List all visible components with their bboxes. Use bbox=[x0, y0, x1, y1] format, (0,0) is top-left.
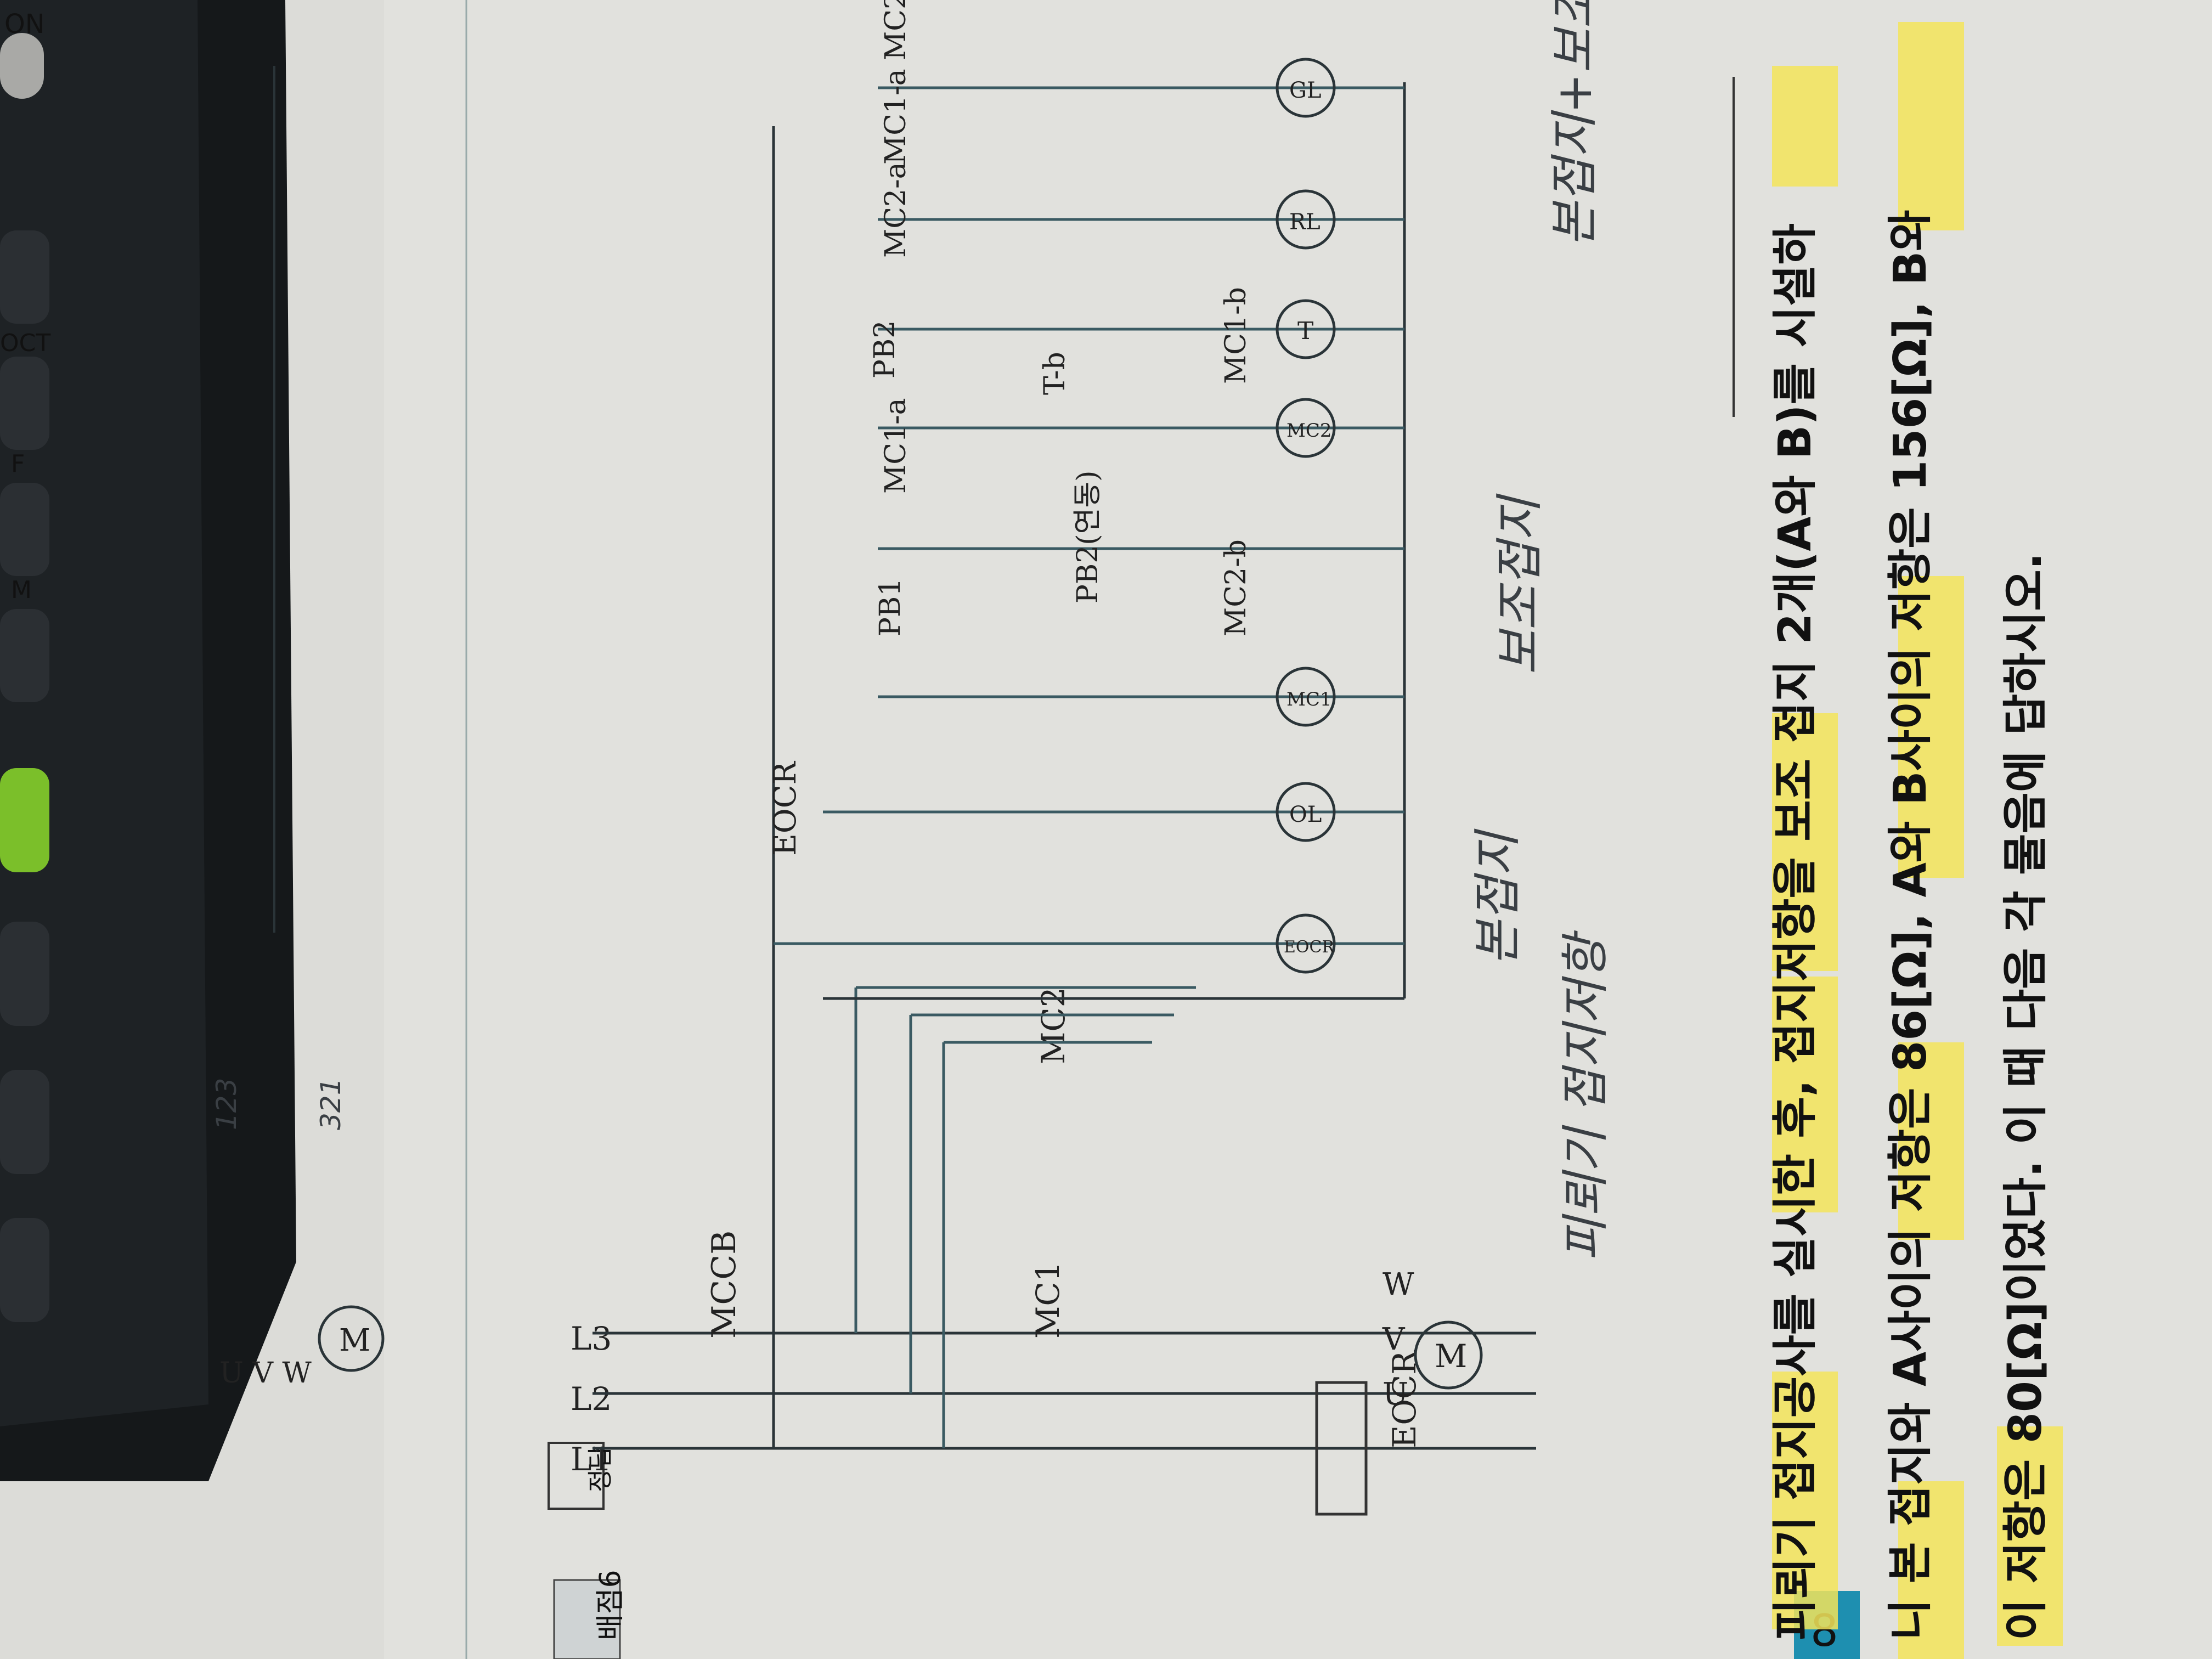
oct-label: OCT bbox=[0, 329, 50, 357]
svg-text:MC1: MC1 bbox=[1286, 689, 1331, 710]
control-circuit: EOCR PB1 MC1-a PB2 MC2-a MC1-a MC2-a PB2… bbox=[768, 0, 1406, 1448]
mccb-label: MCCB bbox=[705, 1231, 743, 1339]
on-key[interactable] bbox=[0, 33, 44, 99]
svg-text:PB2: PB2 bbox=[868, 320, 901, 379]
svg-text:MC2-a: MC2-a bbox=[879, 0, 912, 60]
calculator: ON OCT F M bbox=[0, 0, 296, 1481]
label-L3: L3 bbox=[571, 1320, 612, 1357]
svg-text:MC1-b: MC1-b bbox=[1220, 287, 1252, 384]
note-321: 321 bbox=[315, 1078, 347, 1130]
svg-text:OL: OL bbox=[1289, 802, 1322, 827]
highlights bbox=[1772, 22, 2063, 1659]
note-aux-ground: 보조접지 bbox=[1491, 493, 1548, 675]
svg-text:GL: GL bbox=[1289, 78, 1322, 103]
svg-text:MC1-a: MC1-a bbox=[879, 69, 912, 165]
load-rl: RL bbox=[1276, 189, 1336, 250]
answer-tag: 정답 bbox=[548, 1442, 615, 1510]
note-main-ground: 본접지 bbox=[1469, 828, 1526, 966]
calc-key-5[interactable] bbox=[0, 922, 49, 1026]
power-circuit: L1 L2 L3 MCCB MC1 MC2 EOCR U V W M bbox=[571, 986, 1536, 1516]
question-line-2: 니 본 접지와 A사이의 저항은 86[Ω], A와 B사이의 저항은 156[… bbox=[1884, 210, 1937, 1640]
calc-key-3[interactable] bbox=[0, 483, 49, 576]
mc1-label: MC1 bbox=[1029, 1261, 1066, 1339]
calc-key-7[interactable] bbox=[0, 1218, 49, 1322]
mc2-label: MC2 bbox=[1035, 987, 1072, 1064]
svg-text:정답: 정답 bbox=[585, 1446, 615, 1492]
score-tag: 배점6 bbox=[553, 1570, 627, 1659]
term-W: W bbox=[1383, 1267, 1414, 1302]
load-t: T bbox=[1276, 299, 1336, 359]
svg-text:T: T bbox=[1297, 317, 1313, 345]
svg-text:EOCR: EOCR bbox=[1284, 938, 1335, 957]
label-L1: L1 bbox=[571, 1441, 612, 1478]
svg-text:배점6: 배점6 bbox=[594, 1570, 627, 1640]
corner-motor-sketch: M U V W bbox=[219, 66, 385, 1390]
term-U: U bbox=[1383, 1376, 1408, 1412]
term-V: V bbox=[1382, 1322, 1406, 1357]
eocr-contact-label: EOCR bbox=[768, 760, 803, 856]
note-sum: 본접지+보조접 bbox=[1546, 0, 1602, 247]
calc-key-4[interactable] bbox=[0, 609, 49, 702]
load-eocr: EOCR bbox=[1276, 913, 1336, 974]
question-line-1: 피뢰기 접지공사를 실시한 후, 접지저항을 보조 접지 2개(A와 B)를 시… bbox=[1769, 223, 1821, 1640]
m-label: M bbox=[11, 576, 32, 604]
question-line-3: 이 저항은 80[Ω]이었다. 이 때 다음 각 물음에 답하시오. bbox=[2000, 552, 2052, 1640]
label-L2: L2 bbox=[571, 1380, 612, 1418]
svg-text:T-b: T-b bbox=[1039, 352, 1071, 395]
note-arrester: 피뢰기 접지저항 bbox=[1557, 930, 1613, 1262]
calc-key-2[interactable] bbox=[0, 357, 49, 450]
load-ol: OL bbox=[1276, 782, 1336, 842]
calc-key-1[interactable] bbox=[0, 230, 49, 324]
svg-text:M: M bbox=[339, 1323, 370, 1358]
f-label: F bbox=[11, 450, 25, 478]
calc-key-6[interactable] bbox=[0, 1070, 49, 1174]
svg-text:PB1: PB1 bbox=[874, 578, 907, 636]
svg-text:MC2-a: MC2-a bbox=[879, 162, 912, 258]
green-key[interactable] bbox=[0, 768, 49, 872]
on-label: ON bbox=[4, 9, 45, 40]
line-labels: L1 L2 L3 bbox=[571, 1320, 612, 1478]
svg-text:PB2(연동): PB2(연동) bbox=[1071, 470, 1104, 603]
load-mc1: MC1 bbox=[1276, 667, 1336, 727]
motor-symbol bbox=[1414, 1321, 1483, 1390]
motor-label: M bbox=[1435, 1338, 1467, 1375]
load-mc2: MC2 bbox=[1276, 398, 1336, 458]
svg-text:MC2: MC2 bbox=[1286, 420, 1331, 442]
question-text: 피뢰기 접지공사를 실시한 후, 접지저항을 보조 접지 2개(A와 B)를 시… bbox=[1769, 210, 2052, 1640]
load-gl: GL bbox=[1276, 58, 1336, 118]
svg-text:MC1-a: MC1-a bbox=[879, 398, 912, 494]
handwriting: 123 321 피뢰기 접지저항 본접지 보조접지 본접지+보조접 bbox=[211, 0, 1735, 1262]
note-123: 123 bbox=[211, 1078, 242, 1130]
svg-text:MC2-b: MC2-b bbox=[1220, 539, 1252, 636]
svg-text:RL: RL bbox=[1289, 210, 1321, 235]
svg-text:U V W: U V W bbox=[219, 1357, 312, 1390]
